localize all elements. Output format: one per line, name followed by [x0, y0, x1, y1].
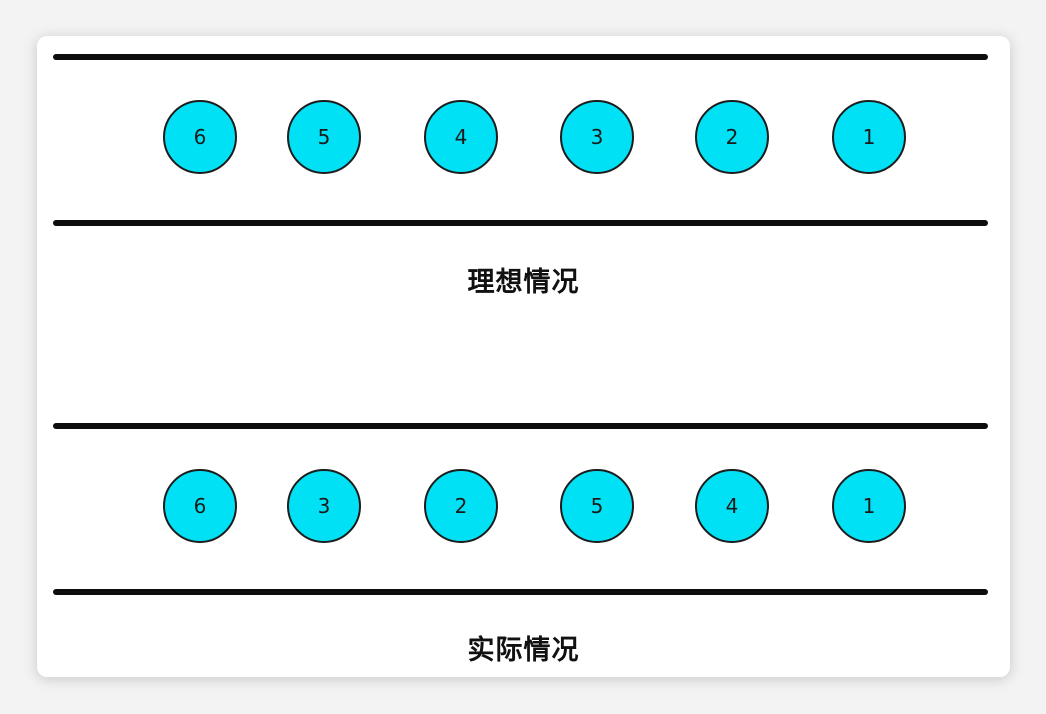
actual-packet: 2	[424, 469, 498, 543]
actual-packet: 4	[695, 469, 769, 543]
diagram-card: 6 5 4 3 2 1 理想情况 6 3 2 5 4 1 实际情况	[37, 36, 1010, 677]
ideal-packet: 3	[560, 100, 634, 174]
actual-packet: 5	[560, 469, 634, 543]
ideal-packet: 4	[424, 100, 498, 174]
ideal-packet: 5	[287, 100, 361, 174]
actual-packet: 6	[163, 469, 237, 543]
actual-packet: 3	[287, 469, 361, 543]
ideal-caption: 理想情况	[467, 267, 580, 298]
ideal-lane-top-line	[53, 54, 988, 60]
actual-packet: 1	[832, 469, 906, 543]
ideal-lane-bottom-line	[53, 220, 988, 226]
ideal-packet: 2	[695, 100, 769, 174]
actual-lane-bottom-line	[53, 589, 988, 595]
actual-lane-top-line	[53, 423, 988, 429]
ideal-packet: 6	[163, 100, 237, 174]
actual-caption: 实际情况	[467, 635, 580, 666]
ideal-packet: 1	[832, 100, 906, 174]
